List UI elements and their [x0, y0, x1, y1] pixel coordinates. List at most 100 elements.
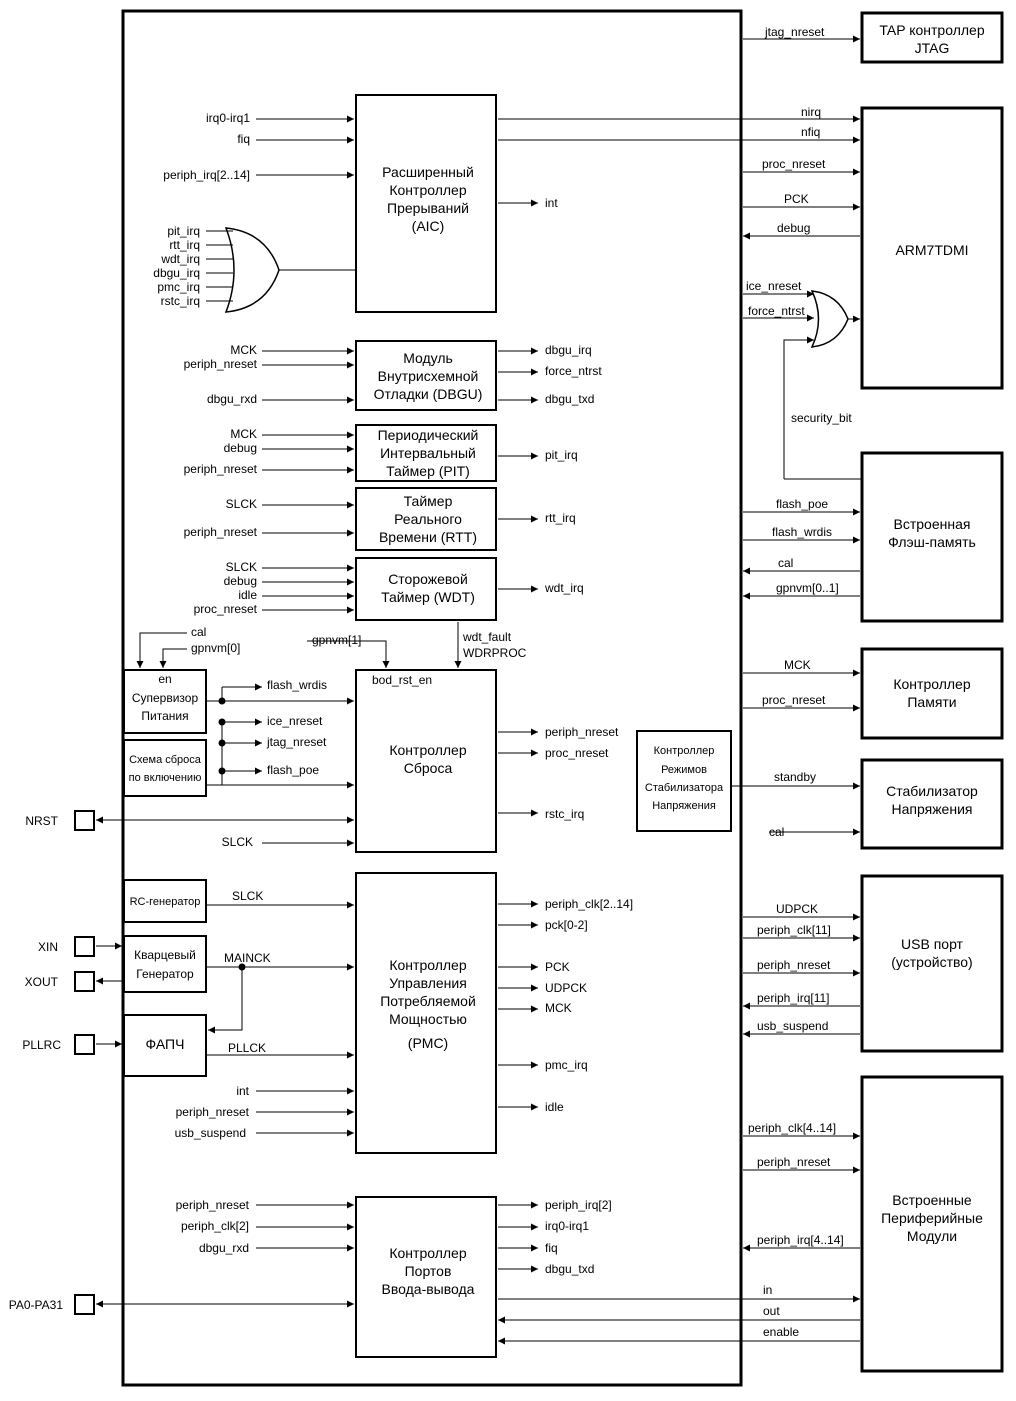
- rc-label: RC-генератор: [130, 896, 201, 908]
- memctrl-label-1: Контроллер: [893, 676, 970, 692]
- usb-port-block: USB порт (устройство): [860, 874, 1004, 1053]
- ext-flash-wrdis: flash_wrdis: [772, 525, 832, 539]
- dbgu-out-txd: dbgu_txd: [545, 392, 594, 406]
- wire: [783, 336, 814, 479]
- pio-out-fiq: fiq: [545, 1241, 558, 1255]
- rstc-out-proc-nreset: proc_nreset: [545, 746, 609, 760]
- por-label-2: по включению: [129, 772, 202, 784]
- ext-security-bit: security_bit: [791, 411, 852, 425]
- junction-dot: [218, 718, 226, 726]
- ext-jtag-nreset: jtag_nreset: [764, 25, 825, 39]
- aic-in-fiq: fiq: [237, 132, 250, 146]
- ext-mck: MCK: [784, 658, 811, 672]
- ext-pck: PCK: [784, 192, 809, 206]
- wdrproc-label: WDRPROC: [463, 646, 527, 660]
- wdt-in-slck: SLCK: [226, 560, 257, 574]
- gpnvm1-label: gpnvm[1]: [312, 633, 361, 647]
- junction-dot: [218, 739, 226, 747]
- ext-force-ntrst: force_ntrst: [748, 304, 805, 318]
- pmc-in-int: int: [236, 1084, 249, 1098]
- tap-label-1: TAP контроллер: [879, 22, 984, 38]
- periph-label-1: Встроенные: [892, 1192, 972, 1208]
- wdt-in-debug: debug: [224, 574, 257, 588]
- pmc-label-1: Контроллер: [389, 957, 466, 973]
- pin-xout: XOUT: [25, 971, 95, 992]
- usb-label-1: USB порт: [901, 936, 964, 952]
- vreg-ctrl-label-2: Режимов: [661, 764, 707, 776]
- rstc-flash-poe: flash_poe: [267, 763, 319, 777]
- rstc-label-2: Сброса: [404, 760, 453, 776]
- wires: [96, 35, 862, 1345]
- rstc-out-periph-nreset: periph_nreset: [545, 725, 619, 739]
- pit-label-1: Периодический: [378, 427, 479, 443]
- ext-nirq: nirq: [801, 105, 821, 119]
- vreg-label-2: Напряжения: [892, 801, 973, 817]
- pmc-out-pck02: pck[0-2]: [545, 918, 588, 932]
- dbgu-block: Модуль Внутрисхемной Отладки (DBGU): [355, 340, 497, 411]
- pll-label: ФАПЧ: [146, 1036, 185, 1052]
- pit-in-mck: MCK: [230, 427, 257, 441]
- wire: [307, 640, 390, 668]
- pll-out-pllck: PLLCK: [228, 1041, 266, 1055]
- flash-label-1: Встроенная: [894, 516, 971, 532]
- wdt-label-2: Таймер (WDT): [381, 589, 475, 605]
- aic-block: Расширенный Контроллер Прерываний (AIC): [355, 94, 497, 313]
- dbgu-in-rxd: dbgu_rxd: [207, 392, 257, 406]
- wire: [208, 967, 243, 1034]
- pin-pllrc-label: PLLRC: [22, 1038, 61, 1052]
- ext-enable: enable: [763, 1325, 799, 1339]
- pmc-out-pck: PCK: [545, 960, 570, 974]
- pio-label-3: Ввода-вывода: [382, 1281, 475, 1297]
- pmc-out-idle: idle: [545, 1100, 564, 1114]
- supervisor-in-cal: cal: [191, 625, 206, 639]
- pit-out-irq: pit_irq: [545, 448, 578, 462]
- pio-block: Контроллер Портов Ввода-вывода: [355, 1196, 497, 1358]
- periph-label-3: Модули: [907, 1228, 957, 1244]
- ext-flash-poe: flash_poe: [776, 497, 828, 511]
- peripherals-block: Встроенные Периферийные Модули: [860, 1075, 1004, 1373]
- or-in-wdt: wdt_irq: [160, 252, 200, 266]
- osc-out-mainck: MAINCK: [224, 951, 271, 965]
- pio-label-2: Портов: [405, 1263, 452, 1279]
- dbgu-out-force-ntrst: force_ntrst: [545, 364, 602, 378]
- rstc-jtag-nreset: jtag_nreset: [266, 735, 327, 749]
- vreg-ctrl-label-4: Напряжения: [652, 800, 716, 812]
- pmc-out-irq: pmc_irq: [545, 1058, 588, 1072]
- rstc-in-slck: SLCK: [222, 835, 253, 849]
- pin-pa-label: PA0-PA31: [9, 1298, 64, 1312]
- aic-label-4: (AIC): [412, 218, 445, 234]
- bod-rst-en-label: bod_rst_en: [372, 673, 432, 687]
- rstc-out-irq: rstc_irq: [545, 807, 584, 821]
- arm7tdmi-block: ARM7TDMI: [860, 106, 1004, 390]
- por-label-1: Схема сброса: [129, 754, 202, 766]
- usb-label-2: (устройство): [891, 954, 972, 970]
- rtt-label-2: Реального: [394, 511, 462, 527]
- osc-label-2: Генератор: [136, 967, 194, 981]
- pmc-out-periph-clk: periph_clk[2..14]: [545, 897, 633, 911]
- pin-pa0-pa31: PA0-PA31: [9, 1294, 95, 1315]
- aic-label-2: Контроллер: [389, 182, 466, 198]
- rtt-in-slck: SLCK: [226, 497, 257, 511]
- ext-usb-suspend: usb_suspend: [757, 1019, 828, 1033]
- aic-in-irq: irq0-irq1: [206, 111, 250, 125]
- crystal-oscillator-block: Кварцевый Генератор: [123, 935, 207, 993]
- wire: [136, 632, 187, 668]
- dbgu-in-mck: MCK: [230, 343, 257, 357]
- or-in-rtt: rtt_irq: [169, 238, 200, 252]
- supervisor-in-gpnvm0: gpnvm[0]: [191, 641, 240, 655]
- pit-block: Периодический Интервальный Таймер (PIT): [355, 424, 497, 482]
- rstc-ice-nreset: ice_nreset: [267, 714, 323, 728]
- vreg-ctrl-label-1: Контроллер: [654, 745, 715, 757]
- rtt-block: Таймер Реального Времени (RTT): [355, 487, 497, 551]
- ext-nfiq: nfiq: [801, 125, 820, 139]
- junction-dot: [218, 767, 226, 775]
- wire: [206, 722, 223, 786]
- pmc-label-3: Потребляемой: [380, 993, 476, 1009]
- flash-label-2: Флэш-память: [888, 534, 976, 550]
- dbgu-in-nreset: periph_nreset: [184, 357, 258, 371]
- ext-standby: standby: [774, 770, 816, 784]
- ext-udpck: UDPCK: [776, 902, 818, 916]
- aic-in-periph-irq: periph_irq[2..14]: [163, 168, 250, 182]
- memctrl-label-2: Памяти: [907, 694, 956, 710]
- rstc-block: bod_rst_en Контроллер Сброса: [355, 669, 497, 853]
